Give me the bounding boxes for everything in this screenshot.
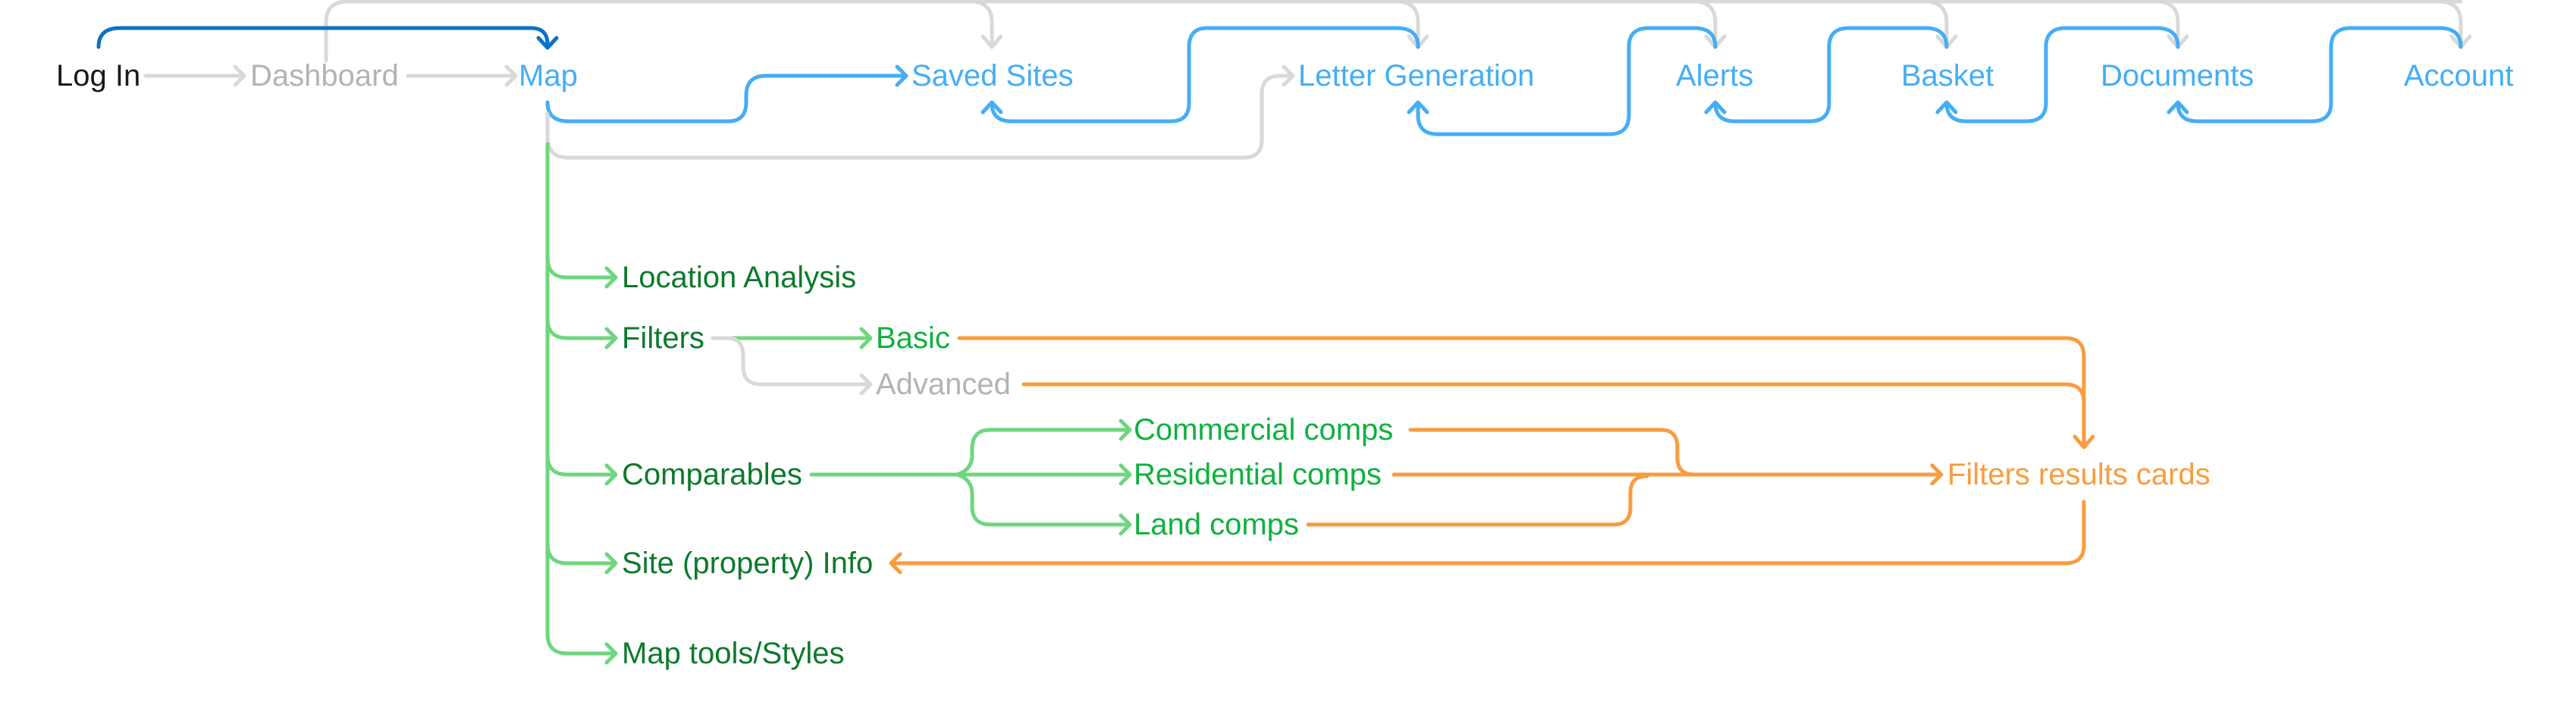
edge-map-site-info	[545, 541, 618, 575]
node-site-info: Site (property) Info	[622, 547, 873, 580]
node-login: Log In	[56, 59, 140, 92]
edge-alerts-letter-generation	[1407, 26, 1718, 136]
edge-comparables-land	[955, 472, 1132, 536]
edge-dashboard-bus	[324, 0, 2463, 63]
edge-comparables-commercial	[955, 418, 1132, 477]
edge-dashboard-letter-generation	[1395, 0, 1429, 49]
node-basket: Basket	[1901, 59, 1994, 92]
edges	[96, 0, 2472, 665]
node-filters: Filters	[622, 321, 704, 355]
edge-results-site-info	[889, 500, 2086, 575]
node-filters-results-cards: Filters results cards	[1947, 458, 2210, 491]
edge-basket-alerts	[1704, 26, 1949, 124]
node-advanced: Advanced	[876, 368, 1011, 401]
edge-land-results	[1306, 474, 1649, 527]
node-comparables: Comparables	[622, 458, 802, 491]
edge-map-saved-sites	[545, 64, 908, 124]
edge-commercial-results	[1408, 428, 1696, 477]
edge-letter-generation-saved-sites	[981, 26, 1420, 124]
edge-comparables-residential	[809, 463, 1132, 486]
edge-map-map-tools	[545, 631, 618, 665]
node-location-analysis: Location Analysis	[622, 261, 856, 294]
edge-dashboard-basket	[1923, 0, 1958, 49]
node-basic: Basic	[876, 321, 950, 355]
node-letter-generation: Letter Generation	[1298, 59, 1534, 92]
node-account: Account	[2404, 59, 2514, 92]
edge-account-documents	[2167, 26, 2463, 124]
node-commercial-comps: Commercial comps	[1134, 413, 1393, 446]
node-map: Map	[519, 59, 578, 92]
edge-dashboard-saved-sites	[968, 0, 1003, 49]
edge-residential-results	[1392, 463, 1944, 486]
node-saved-sites: Saved Sites	[911, 59, 1073, 92]
node-residential-comps: Residential comps	[1134, 458, 1382, 491]
node-dashboard: Dashboard	[250, 59, 399, 92]
edge-dashboard-map	[406, 64, 518, 87]
edge-login-dashboard	[143, 64, 246, 87]
edge-basic-results	[957, 336, 2095, 450]
node-alerts: Alerts	[1676, 59, 1753, 92]
edge-map-letter-generation	[545, 64, 1295, 160]
edge-documents-basket	[1935, 26, 2180, 124]
node-map-tools: Map tools/Styles	[622, 637, 844, 670]
edge-filters-basic	[730, 327, 873, 349]
edge-dashboard-alerts	[1692, 0, 1727, 49]
edge-filters-advanced	[711, 336, 873, 396]
nodes: Log In Dashboard Map Saved Sites Letter …	[56, 59, 2514, 670]
node-documents: Documents	[2101, 59, 2254, 92]
edge-advanced-results	[1021, 382, 2086, 405]
edge-dashboard-account	[2437, 0, 2472, 49]
edge-dashboard-documents	[2154, 0, 2189, 49]
node-land-comps: Land comps	[1134, 508, 1299, 541]
edge-login-map	[96, 26, 559, 50]
edge-map-location-analysis	[545, 255, 618, 289]
edge-map-filters	[545, 316, 618, 349]
edge-map-comparables	[545, 453, 618, 486]
